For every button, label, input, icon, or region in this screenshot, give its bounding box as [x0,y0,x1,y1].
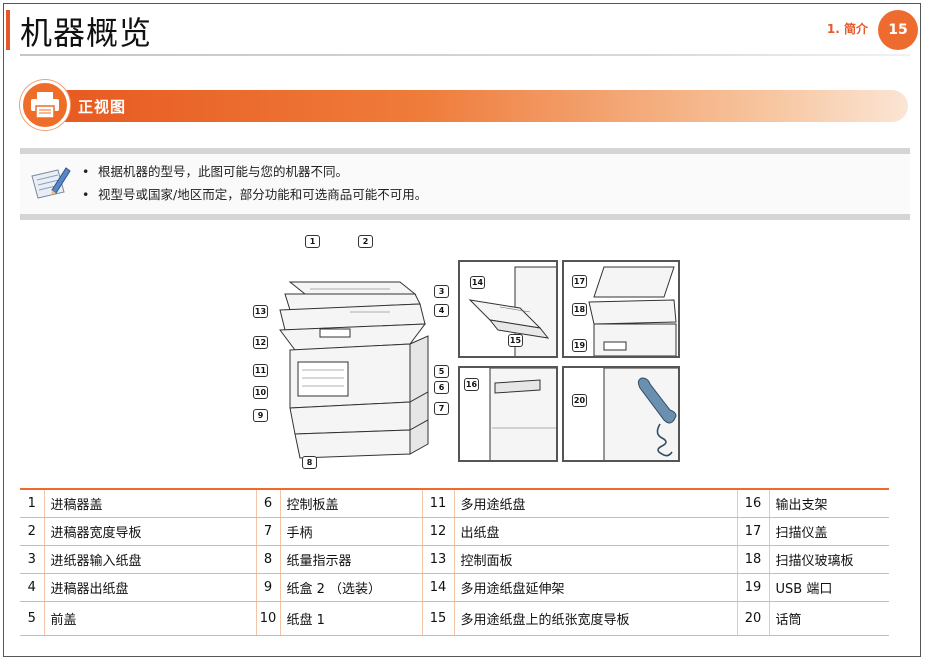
detail-handset-figure: 20 [562,366,680,462]
callout-2: 2 [358,235,373,248]
printer-badge [20,80,70,130]
output-support-drawing [489,368,556,460]
part-number: 19 [737,573,770,602]
callout-14: 14 [470,276,485,289]
part-label: 控制面板 [454,545,738,574]
part-number: 8 [256,545,281,574]
part-number: 17 [737,517,770,546]
part-label: 手柄 [280,517,423,546]
part-label: 进稿器宽度导板 [44,517,257,546]
callout-19: 19 [572,339,587,352]
part-label: 前盖 [44,601,257,636]
part-number: 6 [256,489,281,518]
note-item: 视型号或国家/地区而定，部分功能和可选商品可能不可用。 [82,183,427,206]
detail-scanner-figure: 17 18 19 [562,260,680,358]
part-number: 10 [256,601,281,636]
left-accent-bar [6,10,10,50]
part-label: 输出支架 [769,489,889,518]
part-label: 扫描仪玻璃板 [769,545,889,574]
page-title: 机器概览 [20,14,153,52]
callout-20: 20 [572,394,587,407]
part-label: 进稿器盖 [44,489,257,518]
part-number: 1 [20,489,45,518]
part-label: USB 端口 [769,573,889,602]
section-label[interactable]: 1. 简介 [826,22,868,36]
callout-5: 5 [434,365,449,378]
callout-6: 6 [434,381,449,394]
part-label: 多用途纸盘 [454,489,738,518]
part-label: 纸量指示器 [280,545,423,574]
part-label: 扫描仪盖 [769,517,889,546]
note-list: 根据机器的型号，此图可能与您的机器不同。 视型号或国家/地区而定，部分功能和可选… [82,160,427,206]
table-row: 1 进稿器盖 6 控制板盖 11 多用途纸盘 16 输出支架 [20,489,889,518]
machine-front-figure: 1 2 3 4 13 12 11 10 9 8 5 6 7 [250,232,455,472]
callout-11: 11 [253,364,268,377]
part-number: 2 [20,517,45,546]
table-row: 4 进稿器出纸盘 9 纸盒 2 （选装） 14 多用途纸盘延伸架 19 USB … [20,573,889,602]
part-number: 14 [422,573,455,602]
callout-16: 16 [464,378,479,391]
table-row: 2 进稿器宽度导板 7 手柄 12 出纸盘 17 扫描仪盖 [20,517,889,546]
parts-table: 1 进稿器盖 6 控制板盖 11 多用途纸盘 16 输出支架 2 进稿器宽度导板… [20,488,889,636]
part-number: 11 [422,489,455,518]
subsection-bar [28,90,908,122]
page-number-badge: 15 [878,10,918,50]
callout-17: 17 [572,275,587,288]
part-label: 多用途纸盘延伸架 [454,573,738,602]
subsection-title: 正视图 [78,98,127,116]
callout-13: 13 [253,305,268,318]
part-number: 18 [737,545,770,574]
part-number: 20 [737,601,770,636]
part-label: 话筒 [769,601,889,636]
part-label: 纸盘 1 [280,601,423,636]
part-label: 纸盒 2 （选装） [280,573,423,602]
part-number: 13 [422,545,455,574]
handset-drawing [603,368,678,460]
part-label: 控制板盖 [280,489,423,518]
part-number: 5 [20,601,45,636]
callout-15: 15 [508,334,523,347]
part-number: 16 [737,489,770,518]
part-label: 进纸器输入纸盘 [44,545,257,574]
callout-10: 10 [253,386,268,399]
machine-drawing [279,281,429,459]
part-number: 9 [256,573,281,602]
part-number: 4 [20,573,45,602]
note-item: 根据机器的型号，此图可能与您的机器不同。 [82,160,427,183]
part-number: 7 [256,517,281,546]
part-number: 3 [20,545,45,574]
callout-3: 3 [434,285,449,298]
part-label: 出纸盘 [454,517,738,546]
mp-tray-drawing [468,266,556,356]
callout-9: 9 [253,409,268,422]
part-label: 多用途纸盘上的纸张宽度导板 [454,601,738,636]
printer-icon [31,92,59,119]
scanner-drawing [588,266,677,356]
detail-mp-tray-figure: 14 15 [458,260,558,358]
part-label: 进稿器出纸盘 [44,573,257,602]
table-row: 5 前盖 10 纸盘 1 15 多用途纸盘上的纸张宽度导板 20 话筒 [20,601,889,636]
callout-1: 1 [305,235,320,248]
note-pencil-icon [31,167,71,199]
table-row: 3 进纸器输入纸盘 8 纸量指示器 13 控制面板 18 扫描仪玻璃板 [20,545,889,574]
detail-output-support-figure: 16 [458,366,558,462]
callout-8: 8 [302,456,317,469]
part-number: 15 [422,601,455,636]
callout-18: 18 [572,303,587,316]
callout-12: 12 [253,336,268,349]
note-box: 根据机器的型号，此图可能与您的机器不同。 视型号或国家/地区而定，部分功能和可选… [20,148,910,220]
part-number: 12 [422,517,455,546]
callout-4: 4 [434,304,449,317]
title-divider [20,54,910,56]
callout-7: 7 [434,402,449,415]
